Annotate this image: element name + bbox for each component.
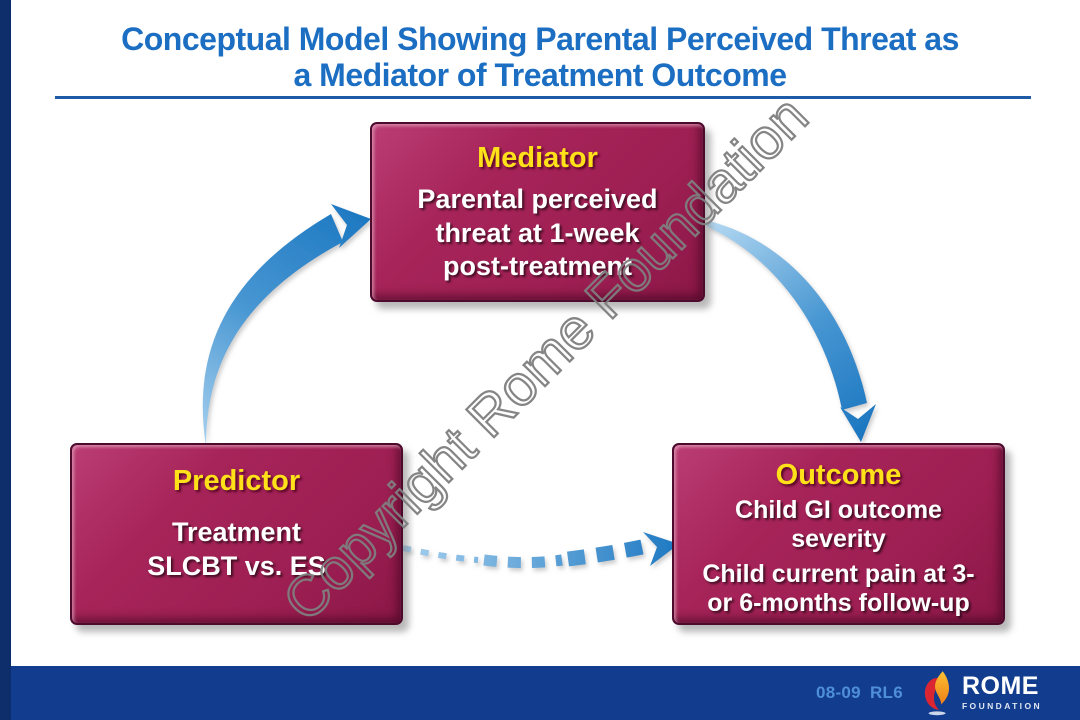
page-title: Conceptual Model Showing Parental Percei… xyxy=(30,21,1050,94)
predictor-body-line: Treatment xyxy=(171,517,302,548)
title-underline xyxy=(55,96,1031,99)
outcome-box-title: Outcome xyxy=(775,459,902,491)
footer-bar: 08-09 RL6 ROME FOUNDATION xyxy=(0,666,1080,720)
title-line-1: Conceptual Model Showing Parental Percei… xyxy=(121,21,959,57)
predictor-body-line: SLCBT vs. ES xyxy=(147,550,326,581)
arrow-predictor-to-mediator xyxy=(202,204,371,446)
outcome-body-line: or 6-months follow-up xyxy=(707,588,970,617)
mediator-box-title: Mediator xyxy=(477,142,598,174)
outcome-body-group-1: Child GI outcome severity xyxy=(674,496,1003,553)
outcome-body-line: Child current pain at 3- xyxy=(702,560,975,589)
mediator-box-body: Parental perceived threat at 1-week post… xyxy=(372,183,703,283)
outcome-body-line: Child GI outcome xyxy=(735,496,942,525)
brand-name: ROME xyxy=(961,672,1039,701)
brand-text: ROME FOUNDATION xyxy=(961,672,1042,711)
outcome-box: Outcome Child GI outcome severity Child … xyxy=(672,443,1005,625)
arrow-mediator-to-outcome xyxy=(706,221,876,442)
left-edge-bar xyxy=(0,0,11,720)
predictor-box-body: Treatment SLCBT vs. ES xyxy=(72,516,401,583)
footer-codes: 08-09 RL6 xyxy=(816,683,903,703)
mediator-box: Mediator Parental perceived threat at 1-… xyxy=(370,122,705,302)
predictor-box-title: Predictor xyxy=(172,465,301,497)
arrow-predictor-to-outcome-dashed xyxy=(402,532,679,569)
rome-foundation-logo: ROME FOUNDATION xyxy=(921,669,1042,717)
brand-subtitle: FOUNDATION xyxy=(961,700,1042,711)
flame-icon xyxy=(924,671,949,716)
mediator-body-line: threat at 1-week xyxy=(435,217,640,248)
session-code: 08-09 xyxy=(815,683,861,702)
mediator-body-line: Parental perceived xyxy=(417,184,658,215)
mediator-body-line: post-treatment xyxy=(442,251,632,282)
outcome-body-line: severity xyxy=(791,524,886,553)
slide-code: RL6 xyxy=(869,683,903,702)
title-line-2: a Mediator of Treatment Outcome xyxy=(293,56,787,93)
predictor-box: Predictor Treatment SLCBT vs. ES xyxy=(70,443,403,625)
outcome-body-group-2: Child current pain at 3- or 6-months fol… xyxy=(674,560,1003,617)
outcome-box-body: Child GI outcome severity Child current … xyxy=(674,496,1003,617)
